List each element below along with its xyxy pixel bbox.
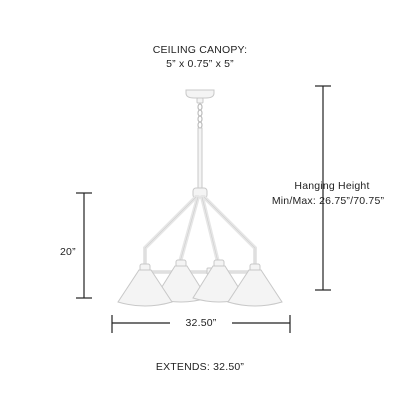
ceiling-canopy (185, 89, 215, 99)
shade-front-right (227, 263, 283, 307)
shade-front-left (117, 263, 173, 307)
canopy-label: CEILING CANOPY: (152, 44, 248, 56)
arms (143, 195, 257, 274)
chandelier-fixture (117, 89, 283, 307)
canopy-size: 5” x 0.75” x 5” (166, 58, 234, 70)
hanging-height-label: Hanging Height (294, 180, 370, 192)
extends-value: EXTENDS: 32.50” (155, 361, 245, 373)
chain (197, 103, 203, 129)
hanging-height-value: Min/Max: 26.75”/70.75” (271, 195, 385, 207)
height-dimension-line (76, 192, 92, 299)
width-value: 32.50” (185, 317, 217, 329)
downrod (197, 127, 203, 191)
height-value: 20” (60, 246, 76, 258)
width-dimension-line (111, 315, 291, 333)
hanging-height-dimension-line (315, 85, 331, 291)
